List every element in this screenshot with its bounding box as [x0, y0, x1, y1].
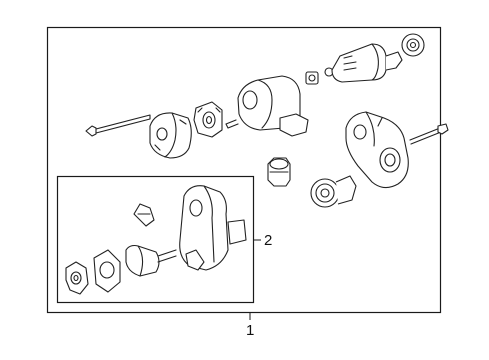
mounting-bolt — [409, 123, 449, 145]
bearing-plate — [193, 101, 223, 138]
drive-housing — [345, 111, 409, 189]
magnetic-switch — [331, 43, 403, 83]
starter-clutch — [310, 175, 357, 208]
seal-gasket — [65, 261, 89, 295]
through-bolt — [85, 114, 151, 137]
callout-1-label: 1 — [246, 322, 254, 339]
contact-plate — [133, 203, 155, 227]
brush-holder — [149, 112, 192, 159]
idler-gear — [267, 157, 291, 187]
cover-plate — [93, 249, 121, 293]
yoke-housing — [225, 75, 309, 137]
callout-2-label: 2 — [264, 232, 272, 249]
assembly-frame — [46, 26, 442, 314]
plunger — [125, 244, 177, 277]
bushing — [305, 71, 319, 85]
end-bearing — [401, 33, 425, 57]
solenoid-housing — [179, 185, 247, 271]
